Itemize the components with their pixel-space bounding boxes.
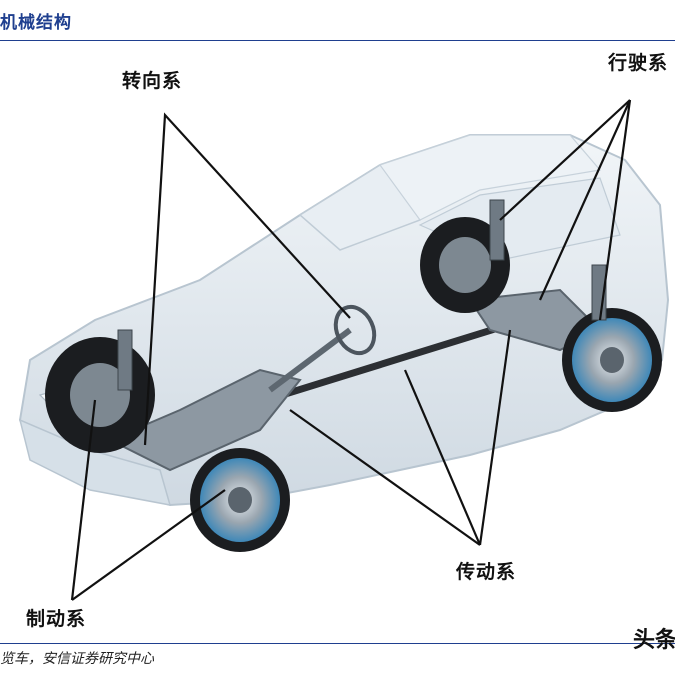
drive-callout-line-1 bbox=[289, 409, 481, 546]
rear-left-wheel bbox=[420, 217, 510, 313]
label-steering-system: 转向系 bbox=[122, 70, 183, 92]
source-note: 览车，安信证券研究中心 bbox=[0, 651, 154, 667]
label-drivetrain-system: 传动系 bbox=[456, 561, 517, 583]
brake-callout-line-1 bbox=[70, 399, 97, 601]
label-running-system: 行驶系 bbox=[608, 52, 669, 74]
steering-column bbox=[268, 327, 352, 393]
watermark-text: 头条 bbox=[632, 628, 675, 653]
steering-wheel bbox=[333, 304, 377, 356]
bottom-divider bbox=[0, 643, 675, 644]
front-subframe bbox=[107, 368, 302, 472]
drive-callout-line-2 bbox=[403, 369, 482, 546]
steering-callout-line bbox=[143, 112, 351, 446]
brake-callout-line-2 bbox=[71, 489, 226, 601]
front-right-wheel bbox=[190, 448, 290, 552]
rear-shock-absorber bbox=[489, 199, 505, 261]
label-brake-system: 制动系 bbox=[26, 608, 87, 630]
page-title: 机械结构 bbox=[0, 13, 72, 33]
running-callout-line-1 bbox=[499, 99, 631, 221]
callout-lines bbox=[70, 99, 632, 601]
rear-right-wheel bbox=[562, 308, 662, 412]
running-callout-line-2 bbox=[538, 99, 632, 301]
running-callout-line-3 bbox=[598, 99, 632, 321]
roof-panel bbox=[379, 134, 602, 221]
top-divider bbox=[0, 40, 675, 41]
drive-callout-line-3 bbox=[478, 329, 512, 546]
front-left-wheel bbox=[45, 337, 155, 453]
front-shock-absorber bbox=[117, 329, 133, 391]
